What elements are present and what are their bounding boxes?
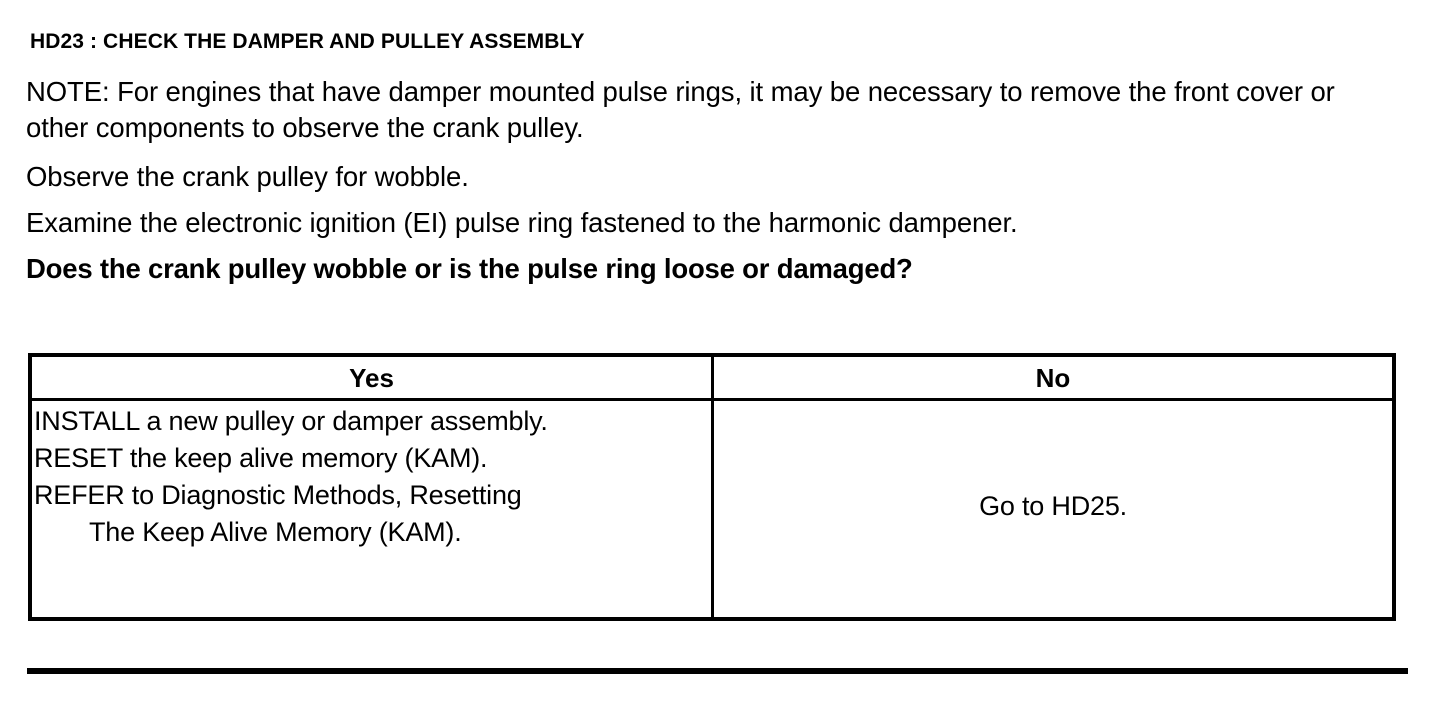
decision-table: Yes No INSTALL a new pulley or damper as… xyxy=(28,353,1396,621)
yes-action-install: INSTALL a new pulley or damper assembly. xyxy=(34,406,548,436)
no-action-goto: Go to HD25. xyxy=(979,491,1127,521)
table-header-row: Yes No xyxy=(32,357,1392,401)
footer-divider-rule xyxy=(27,668,1408,674)
table-header-yes: Yes xyxy=(32,357,714,398)
table-cell-yes: INSTALL a new pulley or damper assembly.… xyxy=(32,401,714,621)
instruction-paragraph-examine: Examine the electronic ignition (EI) pul… xyxy=(26,207,1018,238)
instruction-paragraph-observe: Observe the crank pulley for wobble. xyxy=(26,161,469,192)
table-header-no: No xyxy=(1035,362,1071,393)
diagnostic-question: Does the crank pulley wobble or is the p… xyxy=(26,253,913,284)
yes-action-refer-continued: The Keep Alive Memory (KAM). xyxy=(89,517,462,547)
page-title: HD23 : CHECK THE DAMPER AND PULLEY ASSEM… xyxy=(30,30,585,53)
table-cell-no: Go to HD25. xyxy=(714,401,1392,621)
yes-action-refer: REFER to Diagnostic Methods, Resetting xyxy=(34,480,522,510)
yes-action-reset: RESET the keep alive memory (KAM). xyxy=(34,443,488,473)
note-paragraph: NOTE: For engines that have damper mount… xyxy=(26,76,1335,143)
table-body-row: INSTALL a new pulley or damper assembly.… xyxy=(32,401,1392,621)
body-text-block: NOTE: For engines that have damper mount… xyxy=(26,74,1396,287)
